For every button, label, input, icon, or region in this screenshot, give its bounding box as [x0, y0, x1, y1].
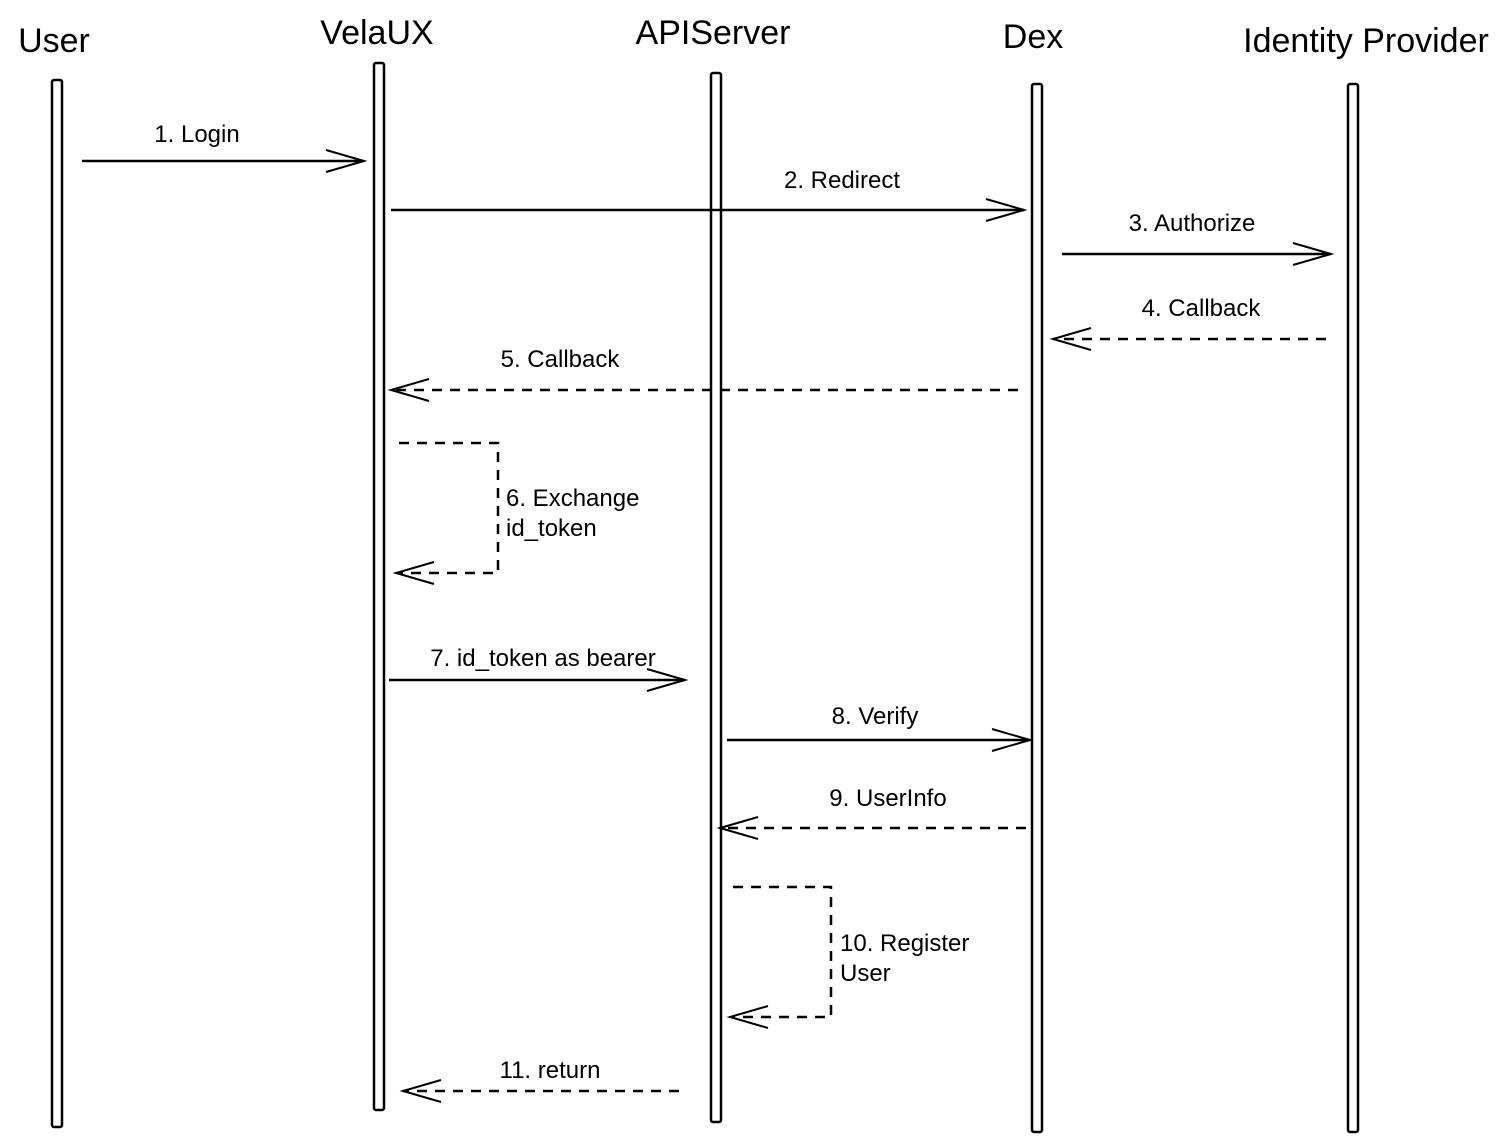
lifeline-user — [50, 78, 64, 1129]
message-m7-arrowhead — [646, 668, 689, 692]
actor-name-idp: Identity Provider — [1243, 22, 1489, 60]
message-m3-label: 3. Authorize — [1129, 210, 1256, 237]
message-m10-line — [733, 885, 833, 1019]
message-m5-arrowhead — [387, 378, 430, 402]
message-m10-label-2: User — [840, 960, 891, 987]
actor-name-velaux: VelaUX — [320, 14, 433, 52]
message-m11-label: 11. return — [500, 1057, 601, 1084]
actor-name-user: User — [18, 22, 90, 60]
message-m1-label: 1. Login — [154, 121, 239, 148]
message-m4-arrowhead — [1049, 327, 1092, 351]
message-m6-label-2: id_token — [506, 515, 597, 542]
lifelines — [50, 61, 1360, 1134]
lifeline-dex — [1030, 82, 1044, 1134]
lifeline-idp — [1346, 82, 1360, 1134]
message-m8-label: 8. Verify — [832, 703, 919, 730]
messages: 1. Login 2. Redirect 3. Authorize 4. Callba… — [82, 121, 1335, 1103]
message-m9-label: 9. UserInfo — [829, 785, 946, 812]
actor-name-apiserver: APIServer — [636, 14, 791, 52]
lifeline-velaux — [372, 61, 386, 1112]
message-m7-label: 7. id_token as bearer — [430, 645, 655, 672]
message-m4-label: 4. Callback — [1142, 295, 1262, 322]
message-m6-line — [399, 441, 500, 575]
message-m5-label: 5. Callback — [501, 346, 621, 373]
message-m2-arrowhead — [985, 198, 1028, 222]
message-m2-label: 2. Redirect — [784, 167, 900, 194]
message-m11-arrowhead — [399, 1079, 442, 1103]
actor-names: User VelaUX APIServer Dex Identity Provider — [18, 14, 1489, 60]
message-m3-arrowhead — [1292, 242, 1335, 266]
message-m9-arrowhead — [716, 816, 759, 840]
lifeline-apiserver — [709, 71, 723, 1124]
message-m6-label-1: 6. Exchange — [506, 485, 639, 512]
message-m6-arrowhead — [392, 561, 435, 585]
message-m10-arrowhead — [726, 1005, 769, 1029]
message-m10-label-1: 10. Register — [840, 930, 969, 957]
message-m1-arrowhead — [325, 149, 368, 173]
actor-name-dex: Dex — [1003, 18, 1063, 56]
message-m8-arrowhead — [991, 728, 1034, 752]
